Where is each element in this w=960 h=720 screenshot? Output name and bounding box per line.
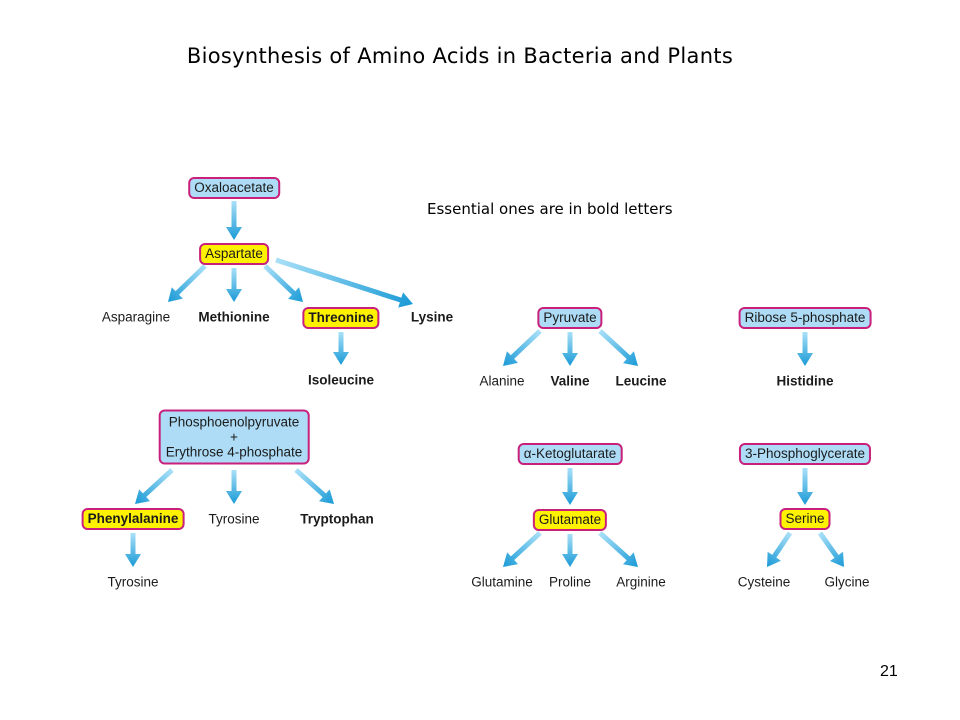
tyrosine-label-2: Tyrosine [107, 574, 159, 590]
tryptophan-label: Tryptophan [300, 511, 374, 527]
threonine-box: Threonine [302, 307, 380, 329]
pep-line1: Phosphoenolpyruvate [168, 414, 300, 430]
alpha-ketoglutarate-box: α-Ketoglutarate [517, 443, 623, 465]
arrow-glutamate-to-proline [562, 534, 578, 567]
pep-plus: + [230, 429, 238, 445]
arrow-serine-to-glycine [817, 531, 844, 567]
lysine-label: Lysine [410, 309, 454, 325]
arrow-aspartate-to-lysine [275, 257, 413, 308]
arrow-phosphoglycerate-to-serine [797, 468, 813, 505]
arrow-pyruvate-to-valine [562, 332, 578, 366]
arrow-serine-to-cysteine [766, 531, 793, 568]
histidine-label: Histidine [776, 373, 834, 389]
tyrosine-label-1: Tyrosine [208, 511, 260, 527]
essential-note: Essential ones are in bold letters [427, 200, 673, 218]
ribose-5-phosphate-box: Ribose 5-phosphate [738, 307, 872, 329]
aspartate-box: Aspartate [199, 243, 269, 265]
pyruvate-box: Pyruvate [537, 307, 603, 329]
arrow-pyruvate-to-alanine [503, 329, 542, 366]
arrow-glutamate-to-arginine [598, 531, 639, 568]
valine-label: Valine [550, 373, 590, 389]
slide-title: Biosynthesis of Amino Acids in Bacteria … [186, 44, 734, 68]
arrow-phenylalanine-to-tyrosine [125, 533, 141, 567]
oxaloacetate-box: Oxaloacetate [188, 177, 280, 199]
alanine-label: Alanine [479, 373, 525, 389]
glutamine-label: Glutamine [471, 574, 533, 590]
phenylalanine-box: Phenylalanine [81, 508, 185, 530]
isoleucine-label: Isoleucine [307, 372, 375, 388]
arrow-glutamate-to-glutamine [502, 531, 542, 568]
arrow-aspartate-to-threonine [263, 264, 303, 302]
page-number: 21 [880, 663, 898, 680]
arrow-ribose-to-histidine [797, 332, 813, 366]
leucine-label: Leucine [615, 373, 667, 389]
pep-line2: Erythrose 4-phosphate [165, 444, 303, 460]
arrow-pep-to-tyrosine [226, 470, 242, 504]
arrow-ketoglutarate-to-glutamate [562, 468, 578, 505]
methionine-label: Methionine [198, 309, 270, 325]
3-phosphoglycerate-box: 3-Phosphoglycerate [738, 443, 872, 465]
arrow-pyruvate-to-leucine [598, 329, 639, 367]
pep-erythrose-box: Phosphoenolpyruvate + Erythrose 4-phosph… [158, 409, 310, 465]
cysteine-label: Cysteine [737, 574, 791, 590]
arrow-pep-to-phenylalanine [134, 468, 174, 505]
arrow-aspartate-to-methionine [226, 268, 242, 302]
arginine-label: Arginine [616, 574, 666, 590]
proline-label: Proline [548, 574, 592, 590]
arrow-aspartate-to-asparagine [168, 264, 207, 302]
arrow-pep-to-tryptophan [294, 468, 335, 505]
arrow-threonine-to-isoleucine [333, 332, 349, 365]
glutamate-box: Glutamate [532, 509, 608, 531]
arrow-oxaloacetate-to-aspartate [226, 201, 242, 240]
serine-box: Serine [779, 508, 831, 530]
asparagine-label: Asparagine [101, 309, 171, 325]
glycine-label: Glycine [824, 574, 870, 590]
